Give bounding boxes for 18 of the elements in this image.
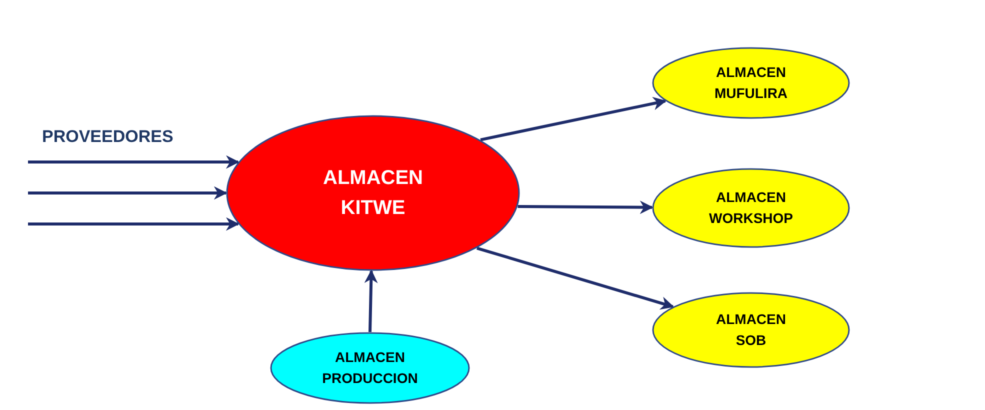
ellipse-node	[652, 47, 850, 119]
ellipse-node	[270, 332, 470, 404]
arrow	[364, 270, 378, 332]
node-label: ALMACEN WORKSHOP	[708, 188, 794, 228]
node-label: ALMACEN PRODUCCION	[321, 348, 419, 388]
node-label: ALMACEN MUFULIRA	[713, 63, 789, 103]
arrow	[518, 200, 654, 214]
arrow	[28, 186, 228, 200]
arrow	[480, 96, 667, 142]
node-label: ALMACEN SOB	[715, 310, 787, 350]
node-label: ALMACEN KITWE	[322, 166, 424, 221]
ellipse-node	[652, 292, 850, 368]
arrow	[476, 246, 674, 310]
ellipse-node	[226, 115, 520, 271]
arrow	[28, 217, 240, 231]
arrow	[28, 155, 240, 169]
group-label: PROVEEDORES	[42, 127, 174, 147]
ellipse-node	[652, 168, 850, 248]
